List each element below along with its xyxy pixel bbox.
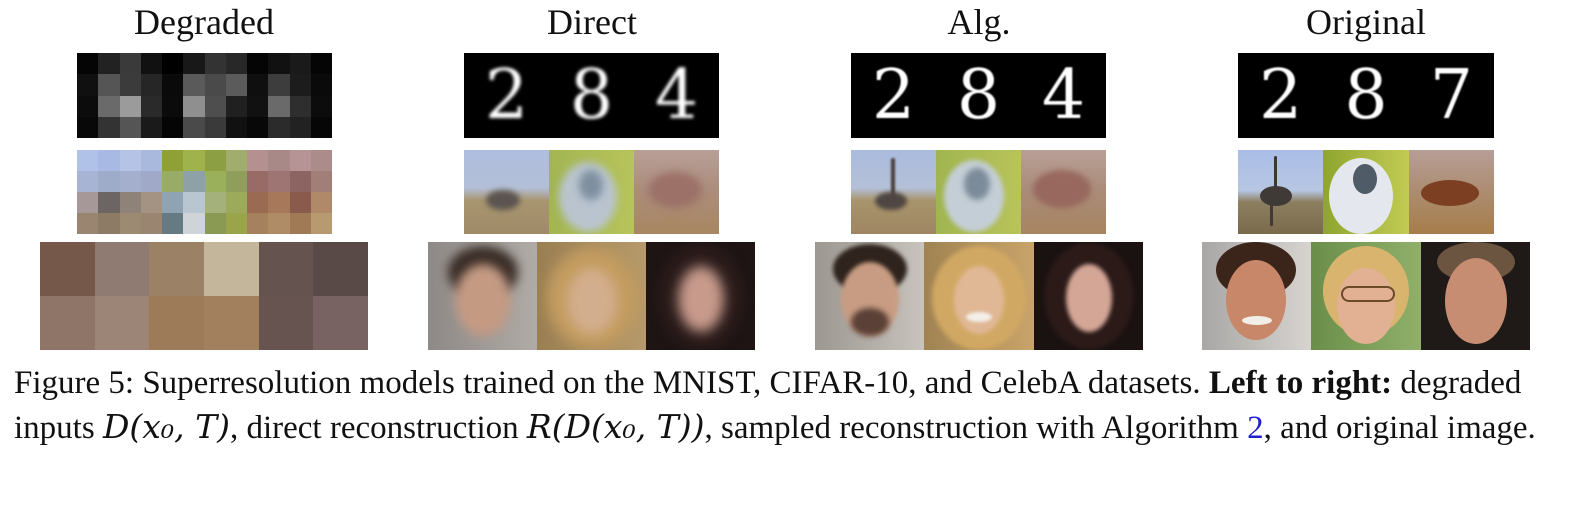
- column-title-direct: Direct: [547, 2, 637, 42]
- original-face-2: [1311, 242, 1421, 350]
- alg-face-2: [924, 242, 1034, 350]
- caption-text-5: , and original image.: [1263, 410, 1536, 446]
- direct-celeba-image: [428, 242, 755, 350]
- direct-face-2: [537, 242, 646, 350]
- original-digit-3: 7: [1429, 55, 1473, 135]
- alg-digit-3: 4: [1041, 55, 1086, 135]
- original-celeba-image: [1202, 242, 1530, 350]
- figure-caption: Figure 5: Superresolution models trained…: [14, 362, 1584, 450]
- original-cifar-image: [1238, 150, 1494, 234]
- original-digit-2: 8: [1344, 55, 1388, 135]
- original-cifar-animal: [1409, 150, 1494, 234]
- direct-digit-2: 8: [569, 55, 614, 135]
- original-cifar-ostrich: [1238, 150, 1323, 234]
- column-title-original: Original: [1306, 2, 1426, 42]
- algorithm-reference-link[interactable]: 2: [1247, 410, 1264, 446]
- alg-cifar-ostrich: [851, 150, 936, 234]
- direct-mnist-image: 2 8 4: [464, 53, 719, 138]
- direct-digit-1: 2: [484, 55, 529, 135]
- direct-cifar-ostrich: [464, 150, 549, 234]
- original-face-1: [1202, 242, 1311, 350]
- alg-face-3: [1034, 242, 1143, 350]
- caption-text-1: Superresolution models trained on the MN…: [142, 365, 1201, 401]
- alg-digit-1: 2: [871, 55, 916, 135]
- alg-cifar-image: [851, 150, 1106, 234]
- original-face-3: [1421, 242, 1530, 350]
- original-mnist-image: 2 8 7: [1238, 53, 1494, 138]
- caption-bold-left-to-right: Left to right:: [1208, 365, 1393, 401]
- direct-cifar-image: [464, 150, 719, 234]
- caption-math-direct: R(D(x₀, T)): [526, 407, 705, 446]
- column-title-alg: Alg.: [947, 2, 1011, 42]
- direct-digit-3: 4: [654, 55, 699, 135]
- caption-math-degraded: D(x₀, T): [102, 407, 230, 446]
- figure-label: Figure 5:: [14, 365, 135, 401]
- caption-text-4: , sampled reconstruction with Algorithm: [704, 410, 1239, 446]
- alg-cifar-horse: [936, 150, 1021, 234]
- degraded-celeba-image: [40, 242, 368, 350]
- direct-face-1: [428, 242, 537, 350]
- original-digit-1: 2: [1259, 55, 1303, 135]
- degraded-cifar-image: [77, 150, 332, 234]
- degraded-mnist-image: [77, 53, 332, 138]
- direct-face-3: [646, 242, 755, 350]
- caption-text-2: degraded inputs: [14, 365, 1522, 446]
- alg-celeba-image: [815, 242, 1143, 350]
- alg-mnist-image: 2 8 4: [851, 53, 1106, 138]
- caption-text-3: , direct reconstruction: [229, 410, 519, 446]
- alg-face-1: [815, 242, 924, 350]
- alg-digit-2: 8: [956, 55, 1001, 135]
- direct-cifar-animal: [634, 150, 719, 234]
- column-title-degraded: Degraded: [134, 2, 274, 42]
- original-cifar-horse: [1323, 150, 1409, 234]
- direct-cifar-horse: [549, 150, 634, 234]
- alg-cifar-animal: [1021, 150, 1106, 234]
